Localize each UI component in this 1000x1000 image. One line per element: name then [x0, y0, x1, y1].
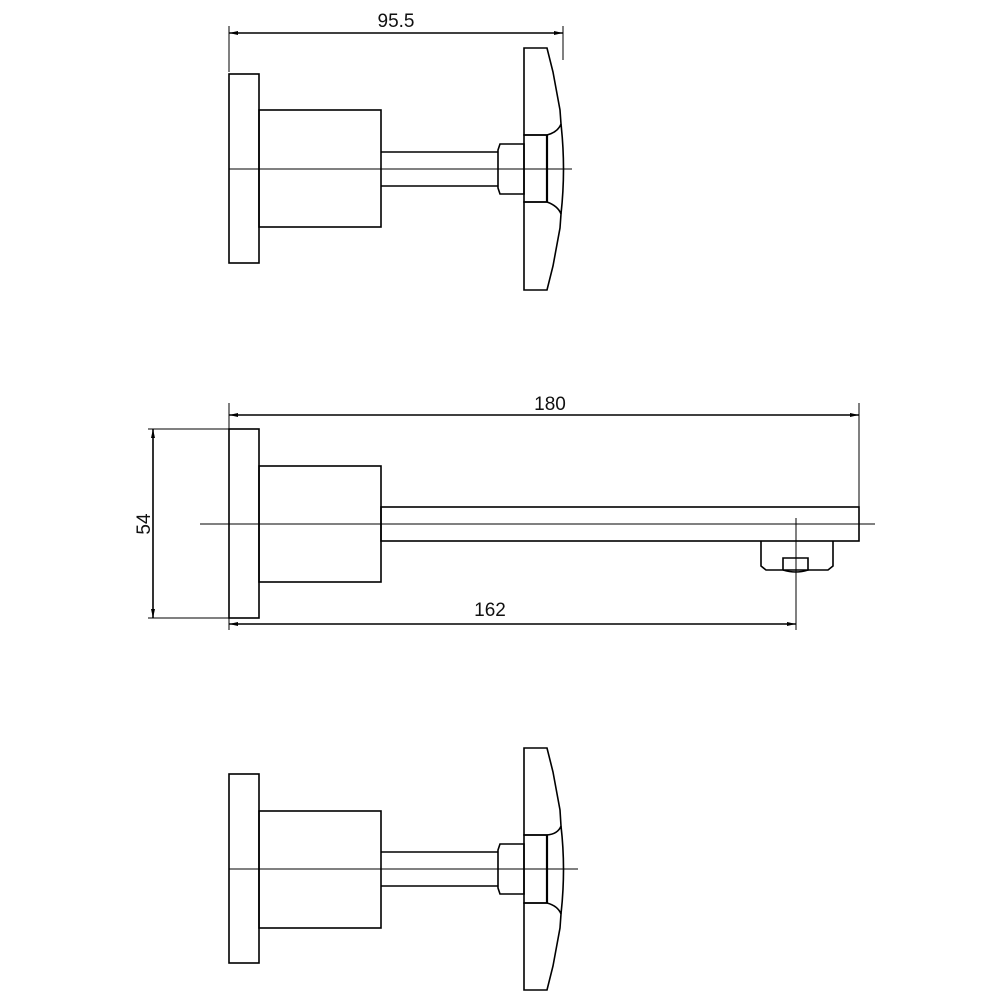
aerator [760, 541, 834, 571]
dimension-162: 162 [228, 600, 796, 630]
dimension-label-180: 180 [534, 394, 566, 415]
handle-lower [523, 902, 562, 991]
dimension-label-54: 54 [134, 513, 155, 535]
bottom-tap-view [228, 747, 578, 991]
dimension-54: 54 [134, 428, 229, 619]
handle-lower [523, 201, 562, 291]
spout-view: 180 54 162 [134, 394, 875, 630]
handle-upper [523, 47, 562, 136]
dimension-180: 180 [228, 394, 860, 507]
handle-upper [523, 747, 562, 836]
top-tap-view: 95.5 [228, 11, 572, 291]
dimension-label-162: 162 [474, 600, 506, 621]
dimension-95-5: 95.5 [228, 11, 564, 72]
dimension-label-95-5: 95.5 [378, 11, 415, 32]
